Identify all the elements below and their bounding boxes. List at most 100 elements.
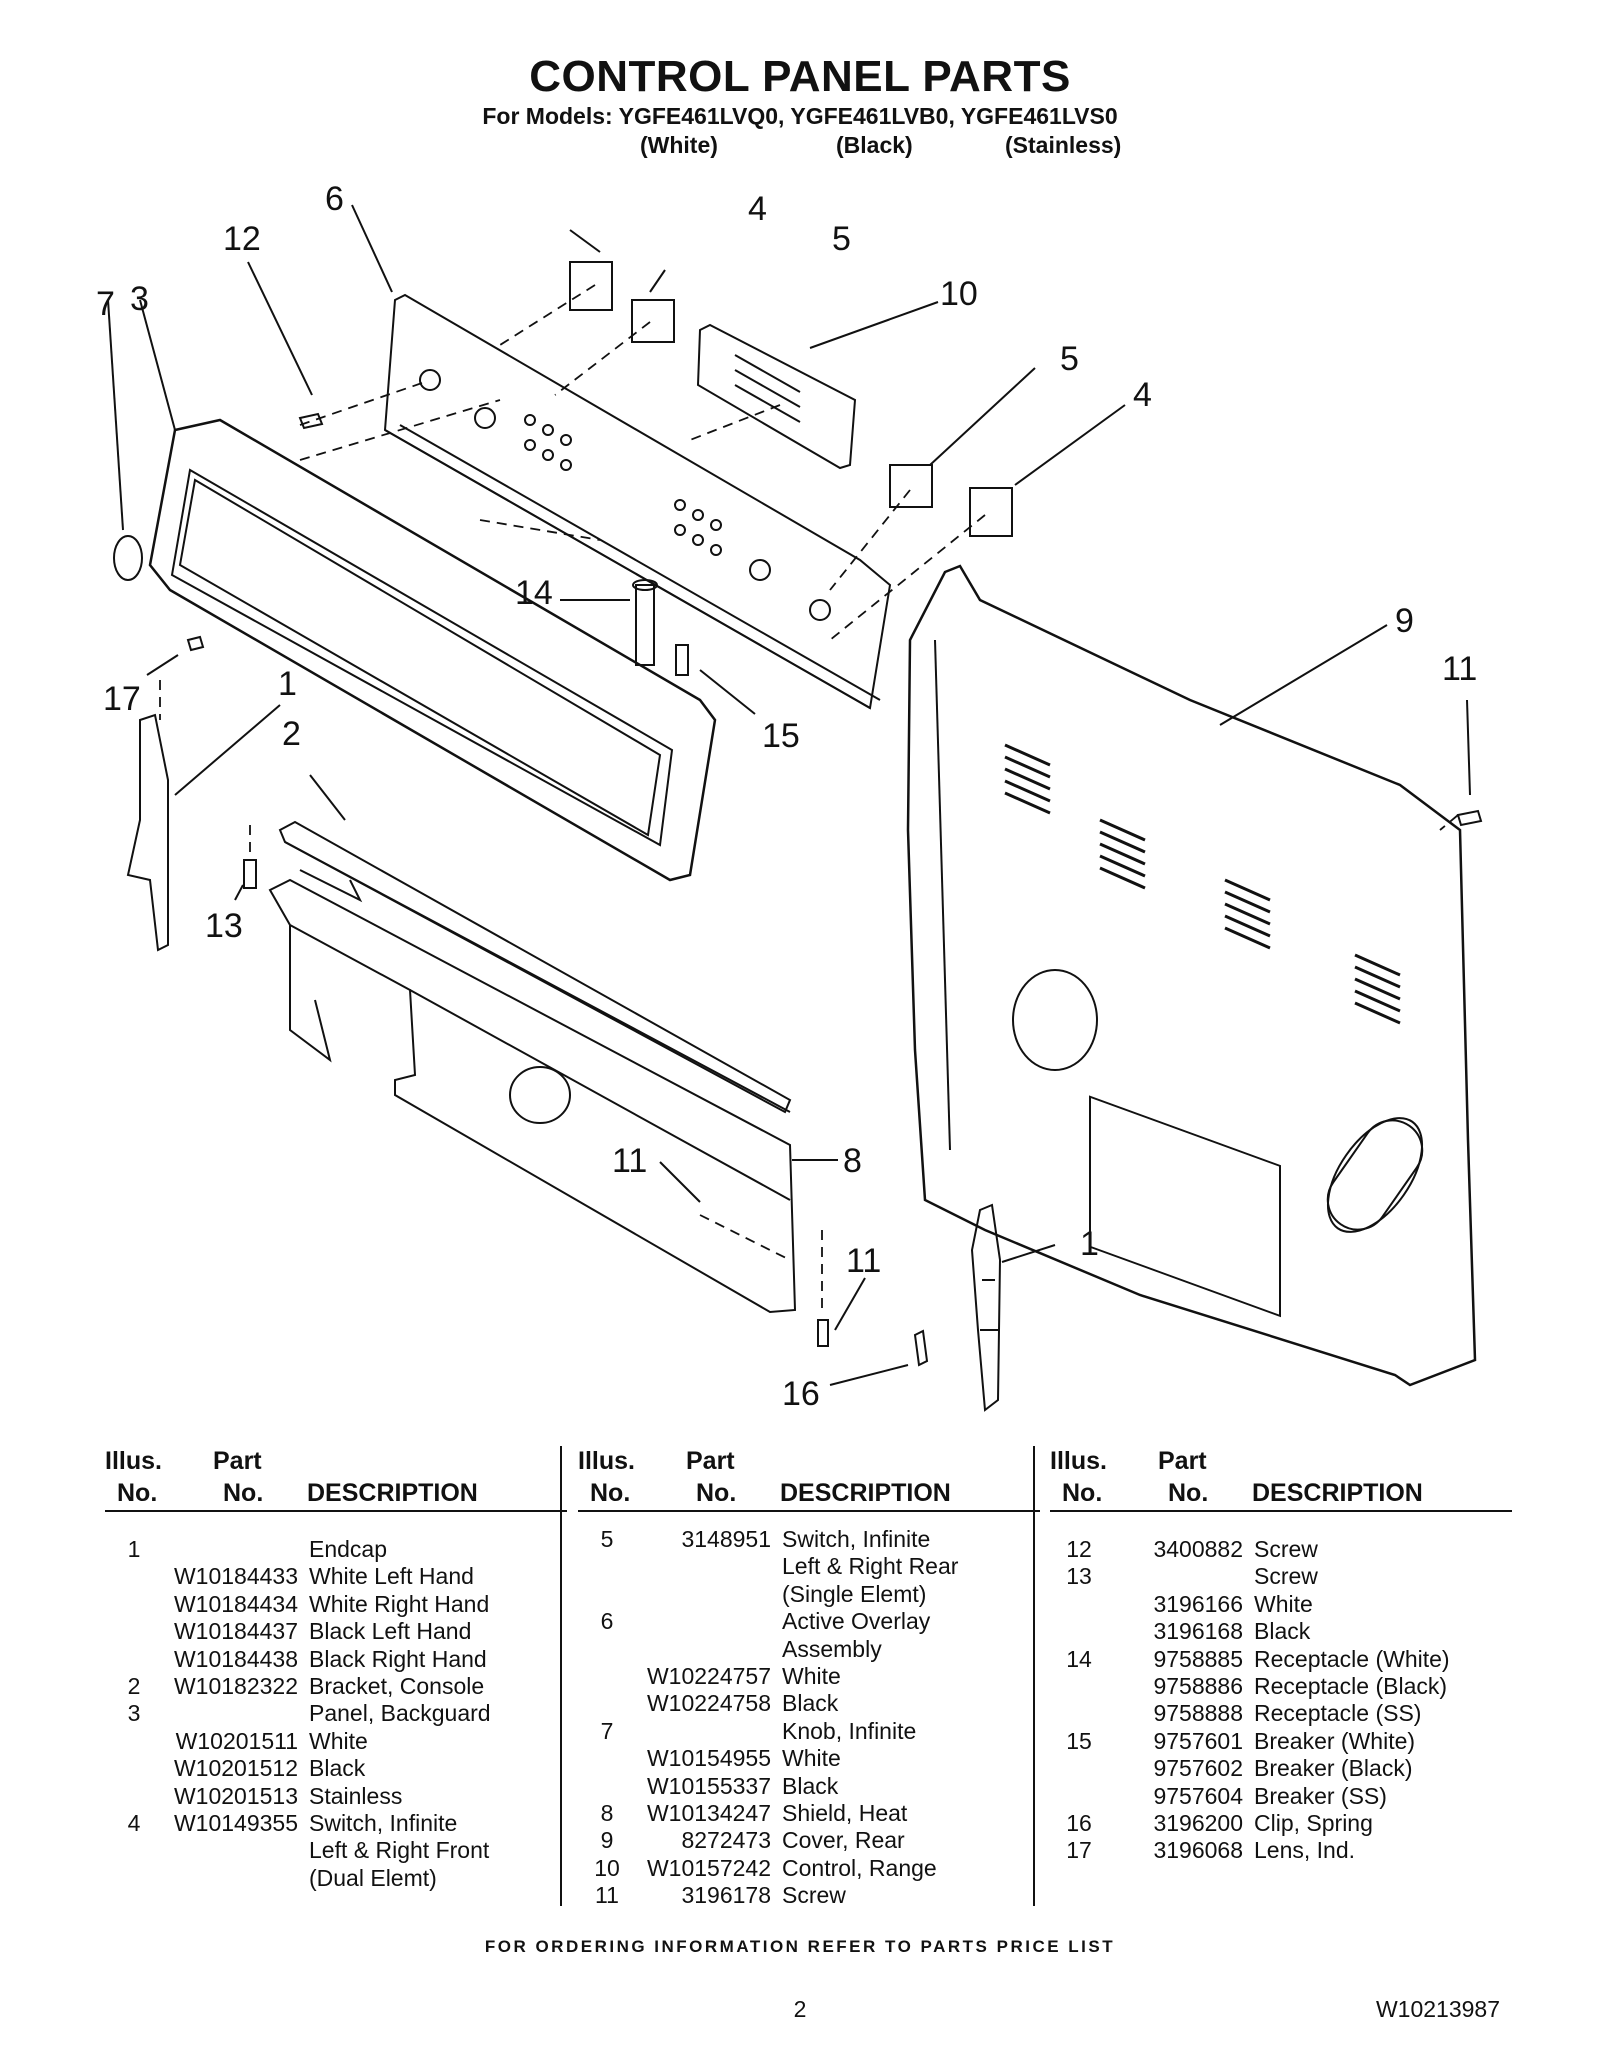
- illus-number: 5: [600, 1526, 614, 1552]
- switch-infinite-rear-right: [889, 464, 933, 508]
- parts-table-header: Illus. No. Part No. DESCRIPTION: [578, 1446, 1040, 1512]
- column-divider-1: [560, 1446, 562, 1906]
- part-number: 3196068: [1153, 1837, 1243, 1864]
- heat-shield-hole: [509, 1066, 571, 1124]
- illus-number: 4: [127, 1809, 141, 1836]
- illus-number: 6: [600, 1608, 614, 1635]
- part-number: W10182322: [173, 1672, 298, 1699]
- part-number: 9757602: [1153, 1755, 1243, 1782]
- illus-number: 3: [127, 1700, 141, 1727]
- part-number: W10155337: [646, 1772, 771, 1799]
- switch-infinite-front-right: [969, 487, 1013, 537]
- callout-13: 13: [205, 907, 243, 945]
- part-description: White: [1254, 1590, 1313, 1617]
- parts-table-row: W10184434 White Right Hand: [105, 1591, 567, 1618]
- part-number: 3196178: [681, 1882, 771, 1909]
- part-description: (Dual Elemt): [309, 1864, 437, 1891]
- illus-number: 1: [127, 1536, 141, 1562]
- color-label-white: (White): [640, 132, 718, 158]
- rear-cover-round-hole: [1012, 969, 1098, 1071]
- callout-6: 6: [325, 180, 344, 218]
- callout-1-left: 1: [278, 665, 297, 703]
- callout-11-shield: 11: [612, 1142, 647, 1180]
- part-description: Breaker (White): [1254, 1727, 1416, 1754]
- callout-2: 2: [282, 715, 301, 753]
- part-number: W10184433: [173, 1563, 298, 1590]
- part-number: W10201513: [173, 1782, 298, 1809]
- part-number: 3196168: [1153, 1618, 1243, 1645]
- callout-1-right: 1: [1080, 1225, 1099, 1263]
- part-number: 3196200: [1153, 1809, 1243, 1836]
- breaker: [675, 644, 689, 676]
- illus-number: 8: [600, 1799, 614, 1826]
- callout-7: 7: [96, 285, 115, 323]
- header-illus: Illus.: [578, 1447, 635, 1475]
- part-description: Left & Right Front: [309, 1837, 490, 1864]
- part-description: White Right Hand: [309, 1590, 490, 1617]
- part-number: W10201511: [175, 1727, 298, 1754]
- spring-clip: [913, 1329, 929, 1367]
- header-part: Part: [213, 1447, 262, 1475]
- part-description: Switch, Infinite: [782, 1526, 931, 1552]
- header-illus-no: No.: [117, 1479, 158, 1507]
- header-illus: Illus.: [105, 1447, 162, 1475]
- part-number: 8272473: [681, 1827, 771, 1854]
- part-description: Shield, Heat: [782, 1799, 908, 1826]
- part-number: W10224757: [646, 1662, 771, 1689]
- part-description: Left & Right Rear: [782, 1553, 959, 1580]
- exploded-parts-diagram: 6 4 5 12 7 3 10 5 4 14 9 11 17 1 2 15 13…: [96, 180, 1483, 1413]
- part-description: Black Left Hand: [309, 1618, 472, 1645]
- part-description: Receptacle (Black): [1254, 1672, 1448, 1699]
- part-description: Screw: [782, 1882, 846, 1909]
- parts-table-row: 9757602 Breaker (Black): [1050, 1755, 1512, 1782]
- color-label-stainless: (Stainless): [1005, 132, 1122, 158]
- part-number: 3148951: [681, 1526, 771, 1552]
- part-number: W10149355: [173, 1809, 298, 1836]
- illus-number: 14: [1066, 1645, 1092, 1672]
- illus-number: 17: [1066, 1837, 1092, 1864]
- part-description: Breaker (Black): [1254, 1755, 1413, 1782]
- callout-4-right: 4: [1133, 376, 1152, 414]
- color-label-black: (Black): [836, 132, 913, 158]
- part-description: Black: [309, 1755, 366, 1782]
- overlay-buttons: [524, 414, 722, 556]
- part-description: Knob, Infinite: [782, 1717, 917, 1744]
- callout-10: 10: [940, 275, 978, 313]
- part-number: W10134247: [646, 1799, 771, 1826]
- part-description: Assembly: [782, 1635, 882, 1662]
- illus-number: 15: [1066, 1727, 1092, 1754]
- header-description: DESCRIPTION: [307, 1479, 478, 1507]
- part-description: Lens, Ind.: [1254, 1837, 1356, 1864]
- callout-16: 16: [782, 1375, 820, 1413]
- part-number: W10184434: [173, 1590, 298, 1617]
- console-bracket: [278, 820, 792, 1114]
- part-description: Clip, Spring: [1254, 1809, 1373, 1836]
- receptacle: [635, 584, 655, 666]
- parts-table-row: Left & Right Rear: [578, 1553, 1040, 1580]
- rear-cover-oval-hole: [1326, 1117, 1424, 1233]
- part-number: W10154955: [646, 1745, 771, 1772]
- screw-13: [243, 859, 257, 889]
- header-part-no: No.: [696, 1479, 737, 1507]
- part-description: Receptacle (White): [1254, 1645, 1450, 1672]
- part-number: 3196166: [1153, 1590, 1243, 1617]
